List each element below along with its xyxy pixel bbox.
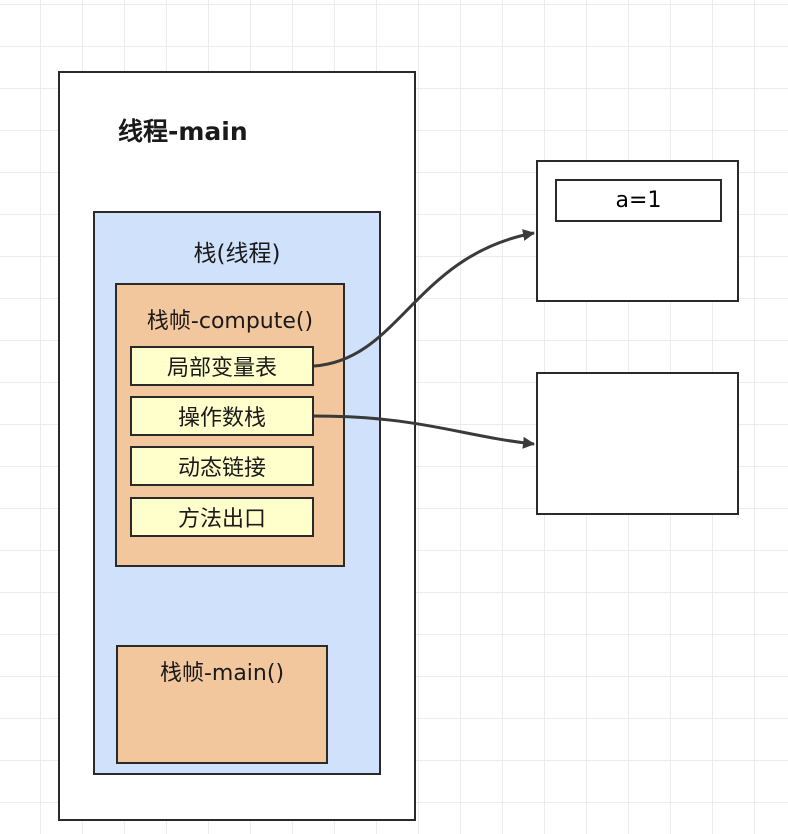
reference-arrow-local-vars	[313, 229, 535, 368]
method-return-address: 方法出口	[130, 497, 314, 537]
operand-stack: 操作数栈	[130, 396, 314, 436]
local-variable-table: 局部变量表	[130, 346, 314, 386]
thread-main-title: 线程-main	[118, 117, 248, 146]
heap-object-2	[536, 372, 739, 515]
stack-frame-main	[116, 645, 328, 764]
stack-frame-compute-title: 栈帧-compute()	[146, 309, 314, 334]
stack-frame-main-title: 栈帧-main()	[159, 661, 285, 686]
reference-arrow-operand-stack	[313, 414, 535, 449]
dynamic-linking: 动态链接	[130, 446, 314, 486]
thread-stack-title: 栈(线程)	[193, 241, 281, 267]
heap-object-field: a=1	[555, 179, 722, 222]
